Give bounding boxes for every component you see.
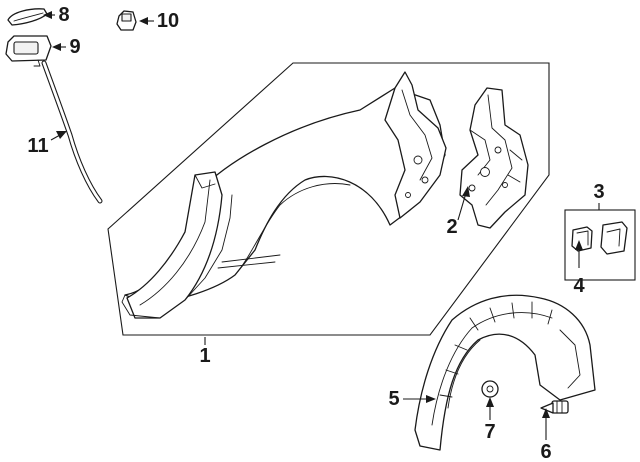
wheel-house-liner-part (414, 294, 596, 451)
callout-5-arrowhead (426, 395, 436, 403)
quarter-panel-group-frame (107, 62, 550, 336)
quarter-panel-part (121, 71, 447, 319)
callout-7-arrowhead (486, 397, 494, 407)
callout-6: 6 (540, 441, 551, 462)
callout-4: 4 (573, 275, 585, 297)
callout-4-arrowhead (575, 240, 583, 250)
drain-hose-part (41, 60, 103, 204)
callout-8-arrowhead (43, 11, 52, 19)
nut-part (481, 380, 499, 398)
actuator-part (116, 10, 137, 31)
bracket-left-part (571, 226, 593, 252)
callout-10-arrowhead (139, 17, 148, 25)
callout-7: 7 (484, 421, 495, 443)
bracket-kit-frame (564, 209, 636, 281)
callout-11: 11 (27, 135, 48, 157)
callout-11-arrowhead (56, 131, 67, 139)
callout-9: 9 (69, 36, 80, 58)
callout-9-arrowhead (52, 43, 61, 51)
inner-panel-part (459, 87, 529, 229)
fuel-door-housing-part (5, 35, 52, 67)
bracket-right-part (600, 221, 628, 255)
callout-2-leader (457, 192, 467, 221)
callout-5: 5 (388, 388, 399, 410)
callout-6-arrowhead (542, 408, 550, 418)
callout-2: 2 (446, 216, 457, 238)
callout-1: 1 (199, 345, 210, 367)
callout-2-arrowhead (462, 186, 470, 197)
fuel-door-cap-part (7, 8, 48, 26)
callout-10: 10 (157, 10, 179, 32)
callout-3: 3 (593, 181, 604, 203)
callout-8: 8 (58, 4, 69, 26)
